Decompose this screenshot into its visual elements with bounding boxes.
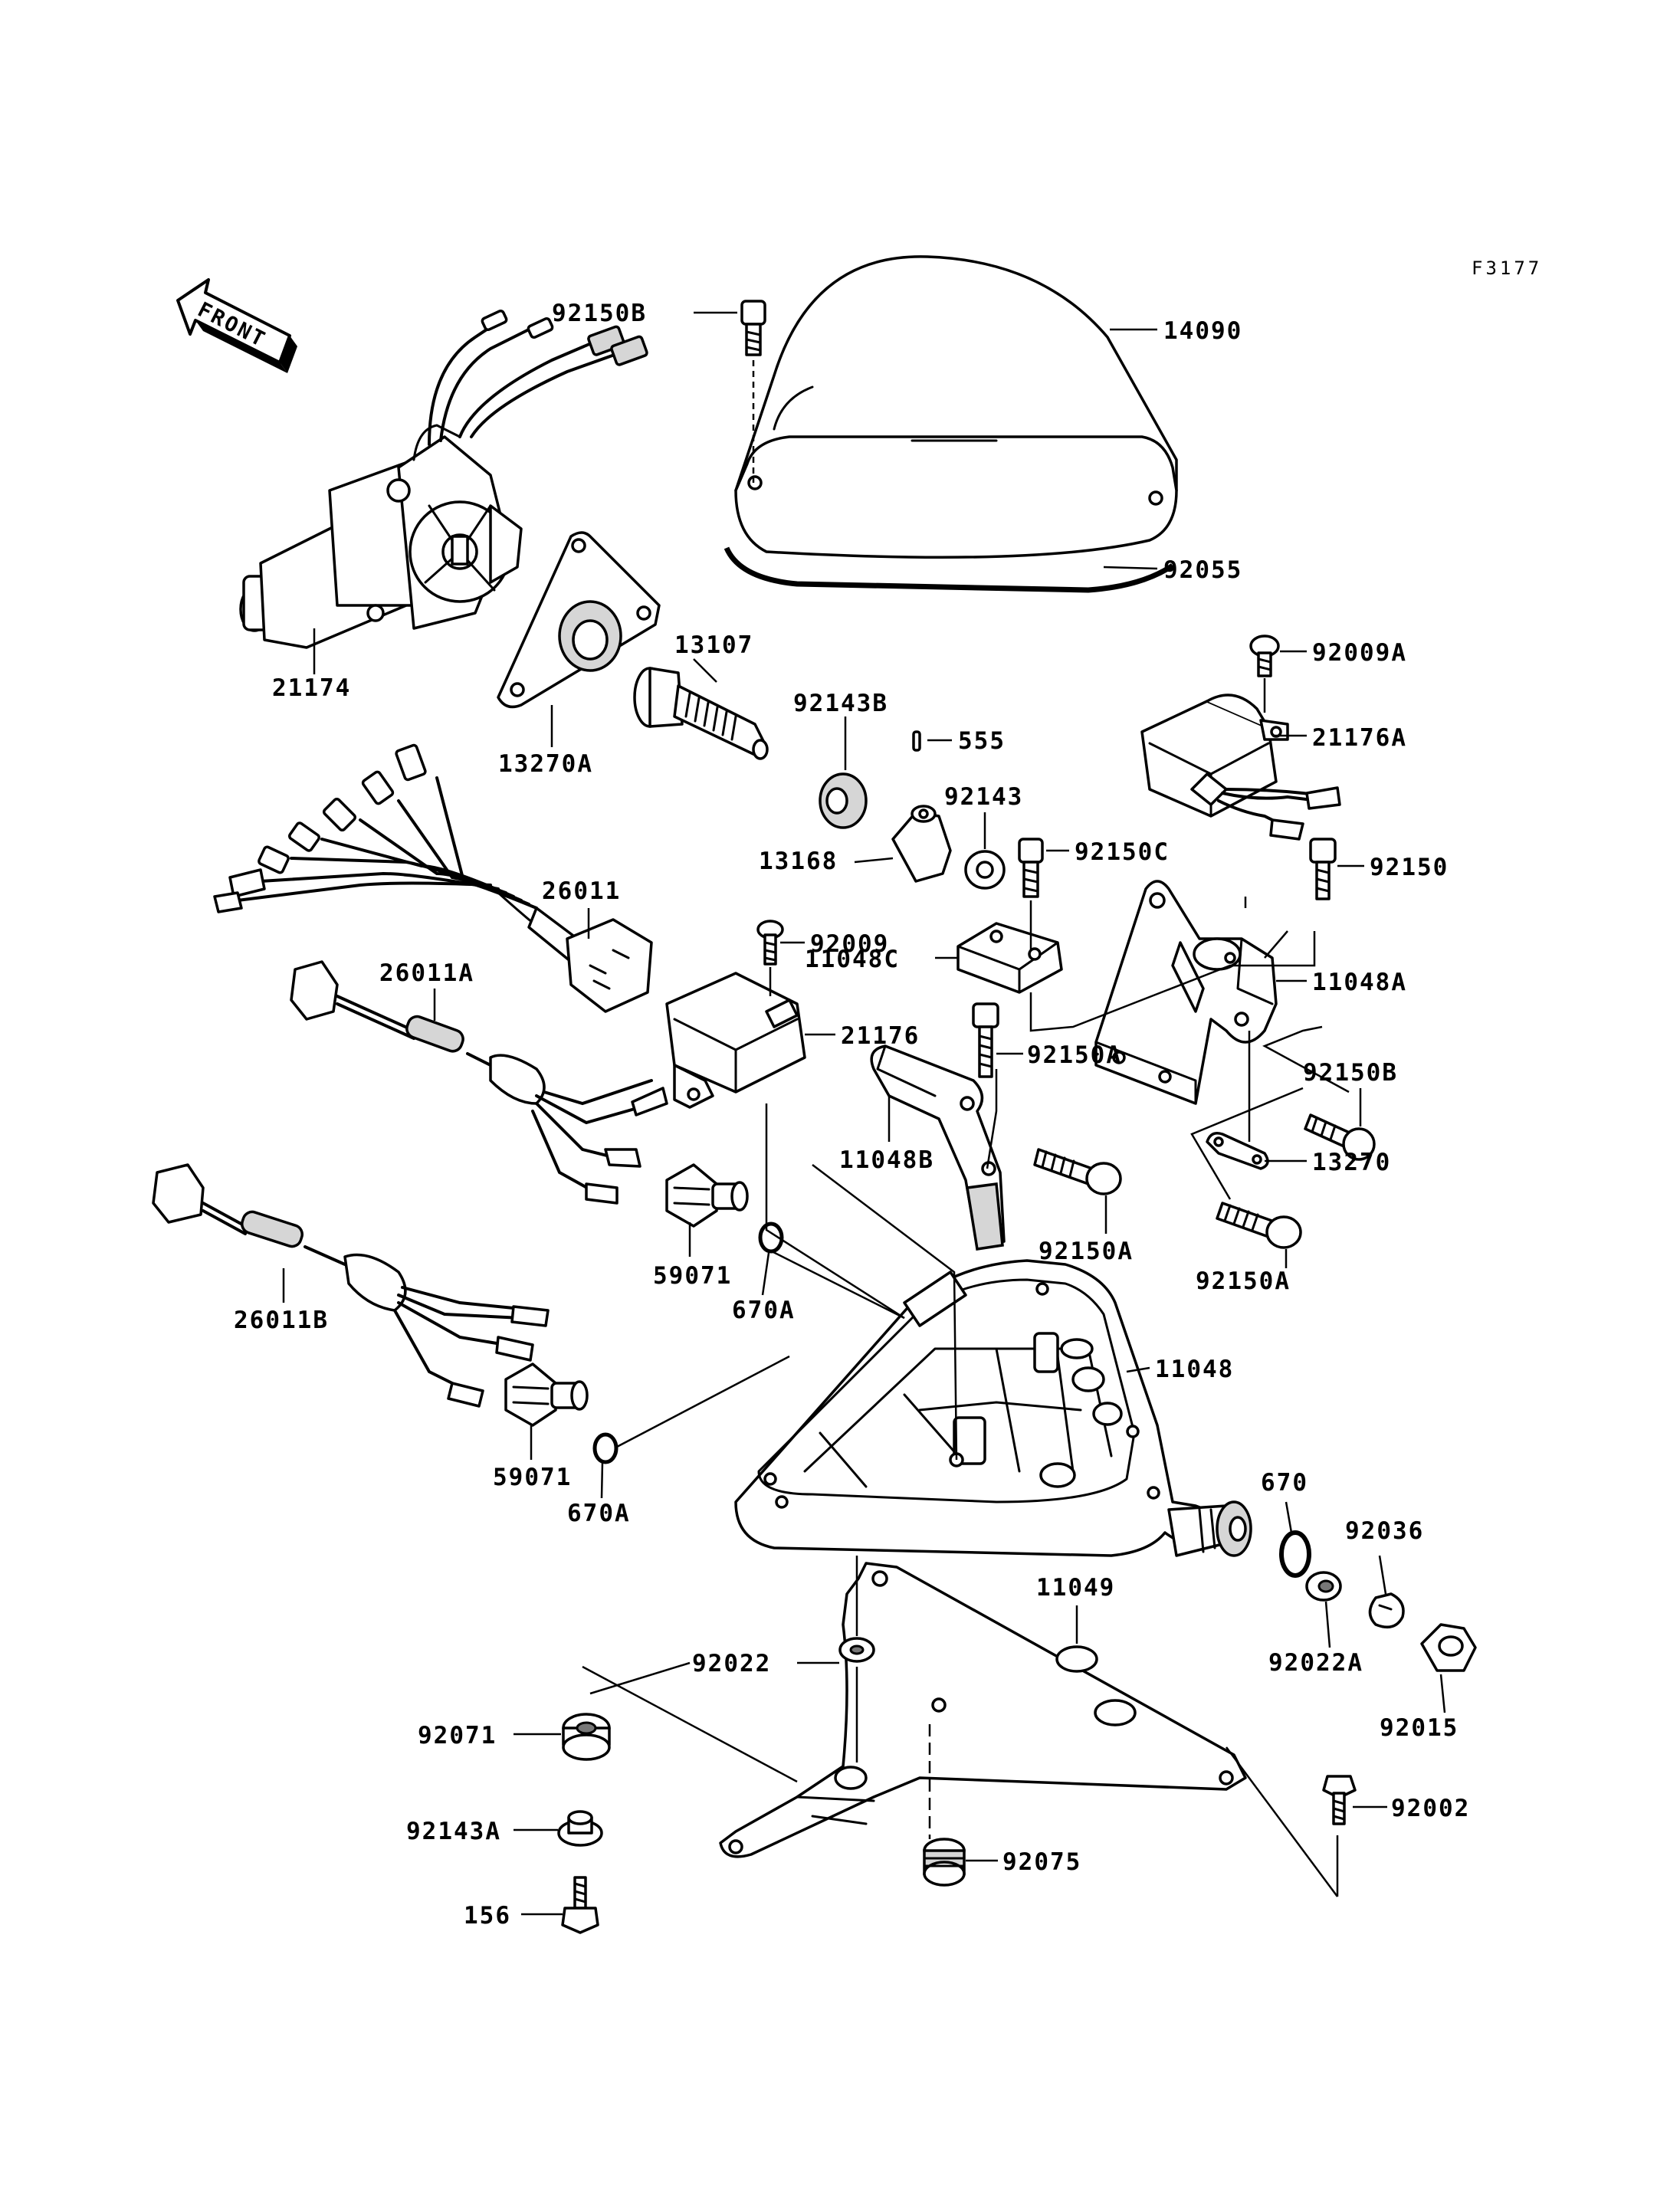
label-670A-2: 670A <box>567 1500 631 1527</box>
label-156: 156 <box>464 1902 511 1930</box>
label-59071-1: 59071 <box>653 1262 732 1290</box>
label-92009A: 92009A <box>1312 639 1407 667</box>
part-13270-plate <box>1206 1132 1269 1170</box>
part-92143-washer <box>964 850 1006 890</box>
label-92150: 92150 <box>1370 854 1449 881</box>
label-21176A: 21176A <box>1312 724 1407 752</box>
label-92075: 92075 <box>1002 1848 1081 1876</box>
part-92036-clip <box>1368 1592 1405 1629</box>
part-92071-grommet <box>562 1713 611 1761</box>
part-59071-fitting-1 <box>665 1163 749 1228</box>
label-92150A-3: 92150A <box>1196 1267 1291 1295</box>
label-13168: 13168 <box>759 848 838 875</box>
label-14090: 14090 <box>1163 317 1242 345</box>
part-13168-lever <box>891 805 952 883</box>
part-92055-gasket <box>724 546 1174 593</box>
label-21174: 21174 <box>272 674 351 702</box>
part-11048-case <box>734 1259 1252 1557</box>
front-direction-arrow: FRONT <box>176 278 297 373</box>
part-26011A-harness <box>290 960 668 1205</box>
part-11048C-bracket <box>956 922 1063 994</box>
part-92150B-screw-top <box>740 300 766 356</box>
part-11048B-lever <box>870 1044 1006 1251</box>
label-670A-1: 670A <box>732 1297 796 1324</box>
label-92071: 92071 <box>418 1722 497 1749</box>
part-92022-washer <box>838 1637 875 1663</box>
label-26011: 26011 <box>542 877 621 905</box>
part-92143A-collar <box>557 1810 603 1847</box>
part-555-pin <box>912 730 921 752</box>
part-92150B-screw-mid <box>1304 1113 1376 1161</box>
label-92150B-top: 92150B <box>552 300 647 327</box>
part-92009A-screw <box>1249 635 1280 677</box>
part-92015-nut <box>1420 1623 1477 1672</box>
label-92055: 92055 <box>1163 556 1242 584</box>
label-92002: 92002 <box>1391 1795 1470 1822</box>
part-92002-bolt <box>1322 1775 1357 1825</box>
part-11048A-bracket <box>1094 880 1278 1105</box>
part-21174-motor <box>239 424 523 649</box>
part-26011B-harness <box>152 1163 550 1408</box>
label-11048B: 11048B <box>839 1146 934 1174</box>
label-670: 670 <box>1261 1469 1308 1497</box>
part-14090-cover <box>734 255 1178 559</box>
part-92150A-screw-2 <box>1033 1148 1122 1195</box>
label-92009: 92009 <box>810 930 889 958</box>
label-555: 555 <box>958 727 1006 755</box>
part-11049-bracket-plate <box>719 1562 1247 1858</box>
part-59071-fitting-2 <box>504 1362 589 1427</box>
part-92009-screw <box>756 920 784 966</box>
label-92022A: 92022A <box>1268 1649 1363 1677</box>
diagram-code: F3177 <box>1472 257 1542 279</box>
label-13270A: 13270A <box>498 750 593 778</box>
label-92150A-2: 92150A <box>1039 1238 1134 1265</box>
label-26011A: 26011A <box>379 959 474 987</box>
label-11048A: 11048A <box>1312 969 1407 996</box>
part-labels: 92150B 14090 92055 21174 13107 13270A 92… <box>234 300 1470 1930</box>
part-92150C-screw <box>1018 838 1044 898</box>
leader-lines <box>282 311 1446 1916</box>
label-92036: 92036 <box>1345 1517 1424 1545</box>
label-13270: 13270 <box>1312 1149 1391 1176</box>
label-92150A-1: 92150A <box>1027 1041 1122 1069</box>
part-92150A-screw-1 <box>972 1002 999 1078</box>
part-92150A-screw-3 <box>1216 1202 1302 1249</box>
label-92143B: 92143B <box>793 690 888 717</box>
label-11048: 11048 <box>1155 1356 1234 1383</box>
part-21176-control-box <box>665 972 806 1109</box>
label-92150B-mid: 92150B <box>1303 1059 1398 1087</box>
label-92150C: 92150C <box>1075 838 1170 866</box>
part-92022A-washer <box>1305 1571 1342 1602</box>
part-13107-shaft <box>633 667 769 760</box>
part-26011-harness <box>213 743 653 1013</box>
label-92022: 92022 <box>692 1650 771 1677</box>
part-13270A-plate <box>497 531 661 709</box>
label-11049: 11049 <box>1036 1574 1115 1602</box>
part-92075-grommet <box>923 1838 966 1887</box>
part-156-bolt <box>561 1876 599 1934</box>
label-92143A: 92143A <box>406 1818 501 1845</box>
label-11048C: 11048C <box>805 946 900 973</box>
part-92143B-collar <box>819 772 868 829</box>
label-26011B: 26011B <box>234 1307 329 1334</box>
label-59071-2: 59071 <box>493 1464 572 1491</box>
label-92143: 92143 <box>944 783 1023 811</box>
label-21176: 21176 <box>841 1022 920 1050</box>
part-670A-oring-2 <box>592 1432 619 1464</box>
part-670-oring <box>1279 1530 1311 1578</box>
part-21176A-box <box>1140 694 1341 841</box>
label-13107: 13107 <box>674 631 753 659</box>
part-92150-screw <box>1309 838 1337 900</box>
part-21174-wires <box>428 309 648 446</box>
label-92015: 92015 <box>1380 1714 1459 1742</box>
